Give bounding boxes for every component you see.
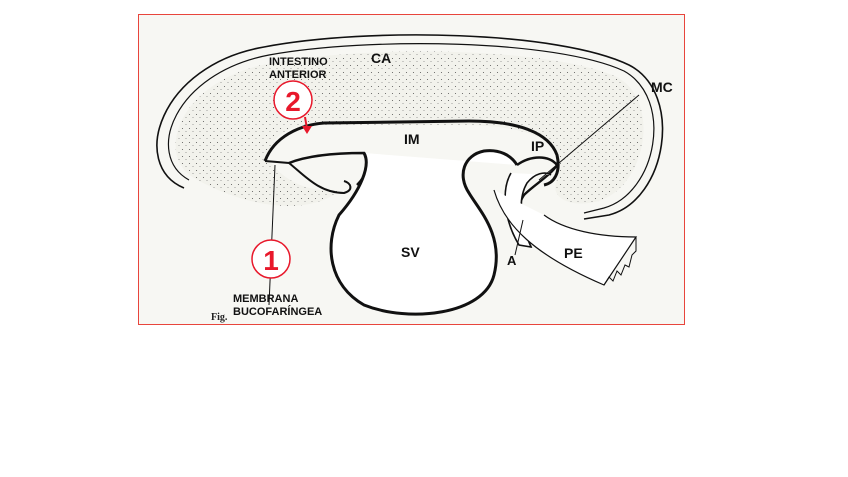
- label-membrana-line2: BUCOFARÍNGEA: [233, 305, 322, 318]
- label-fig: Fig.: [211, 312, 228, 323]
- label-ca: CA: [371, 50, 391, 66]
- label-intestino-line1: INTESTINO: [269, 56, 328, 68]
- intestine-lower-edge: [289, 153, 367, 185]
- marker-2-arrowhead: [302, 126, 312, 134]
- label-sv: SV: [401, 244, 420, 260]
- embryo-diagram-frame: 2 1 CA INTESTINO ANTERIOR MC IM IP SV A …: [138, 14, 685, 325]
- marker-1-number: 1: [263, 245, 279, 276]
- yolk-sac-outline: [331, 151, 517, 314]
- marker-2-number: 2: [285, 86, 301, 117]
- label-a: A: [507, 253, 517, 268]
- label-intestino-line2: ANTERIOR: [269, 69, 327, 81]
- label-mc: MC: [651, 79, 673, 95]
- embryo-diagram: 2 1 CA INTESTINO ANTERIOR MC IM IP SV A …: [139, 15, 685, 325]
- label-pe: PE: [564, 245, 583, 261]
- label-membrana-line1: MEMBRANA: [233, 293, 298, 305]
- label-ip: IP: [531, 138, 544, 154]
- label-im: IM: [404, 131, 420, 147]
